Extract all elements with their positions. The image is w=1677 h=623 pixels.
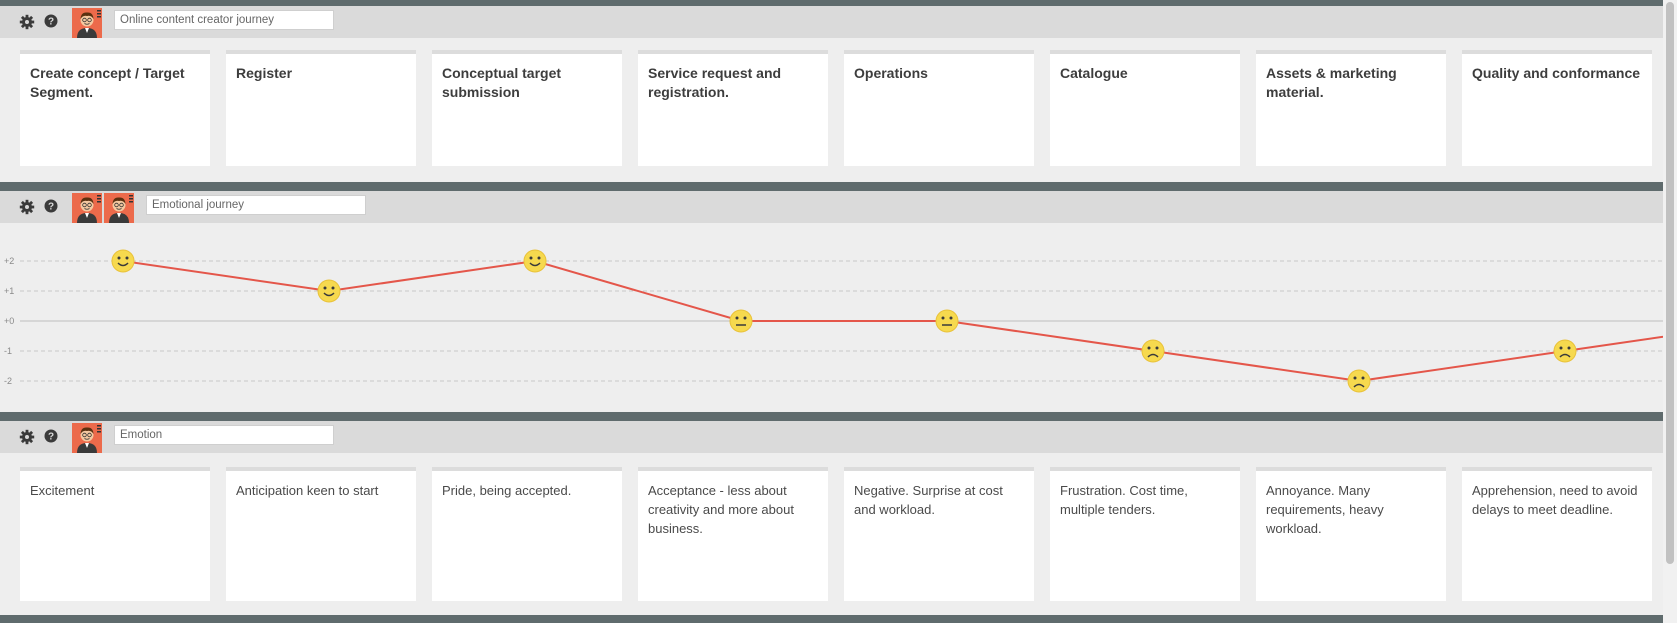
emotion-card[interactable]: Frustration. Cost time, multiple tenders… [1050, 467, 1240, 601]
persona-avatar-icon[interactable] [72, 193, 102, 223]
y-tick-label: -2 [4, 376, 12, 386]
question-circle-icon[interactable]: ? [43, 13, 59, 29]
journey-lane-body: Create concept / Target Segment. Registe… [0, 38, 1663, 178]
smiley-neutral-icon[interactable] [935, 309, 959, 333]
persona-avatar-icon[interactable] [72, 8, 102, 38]
question-circle-icon[interactable]: ? [43, 198, 59, 214]
gear-icon[interactable] [19, 14, 35, 30]
smiley-happy-icon[interactable] [111, 249, 135, 273]
persona-avatar-icon[interactable] [72, 423, 102, 453]
y-tick-label: +2 [4, 256, 14, 266]
step-card[interactable]: Create concept / Target Segment. [20, 50, 210, 166]
y-tick-label: -1 [4, 346, 12, 356]
emotion-lane-header: ? [0, 421, 1663, 453]
emotion-card[interactable]: Anticipation keen to start [226, 467, 416, 601]
emotional-lane-body: +2 +1 +0 -1 -2 [0, 223, 1677, 412]
lane-title-input[interactable] [114, 425, 334, 445]
step-card[interactable]: Catalogue [1050, 50, 1240, 166]
smiley-happy-icon[interactable] [523, 249, 547, 273]
svg-text:?: ? [48, 202, 54, 213]
step-card[interactable]: Quality and conformance [1462, 50, 1652, 166]
persona-avatar-icon[interactable] [104, 193, 134, 223]
smiley-sad-icon[interactable] [1347, 369, 1371, 393]
emotion-card[interactable]: Acceptance - less about creativity and m… [638, 467, 828, 601]
emotion-card[interactable]: Negative. Surprise at cost and workload. [844, 467, 1034, 601]
step-card[interactable]: Service request and registration. [638, 50, 828, 166]
journey-lane-header: ? [0, 6, 1663, 38]
scrollbar-thumb[interactable] [1666, 2, 1674, 564]
emotional-lane-header: ? [0, 191, 1663, 223]
smiley-sad-icon[interactable] [1141, 339, 1165, 363]
emotion-card[interactable]: Annoyance. Many requirements, heavy work… [1256, 467, 1446, 601]
emotion-card[interactable]: Excitement [20, 467, 210, 601]
gear-icon[interactable] [19, 429, 35, 445]
emotion-card[interactable]: Pride, being accepted. [432, 467, 622, 601]
lane-title-input[interactable] [146, 195, 366, 215]
smiley-neutral-icon[interactable] [729, 309, 753, 333]
y-tick-label: +1 [4, 286, 14, 296]
emotion-lane-body: Excitement Anticipation keen to start Pr… [0, 453, 1663, 615]
step-card[interactable]: Assets & marketing material. [1256, 50, 1446, 166]
emotional-journey-chart: +2 +1 +0 -1 -2 [4, 249, 1677, 393]
smiley-happy-icon[interactable] [317, 279, 341, 303]
svg-text:?: ? [48, 17, 54, 28]
lane-divider [0, 615, 1663, 623]
smiley-sad-icon[interactable] [1553, 339, 1577, 363]
lane-title-input[interactable] [114, 10, 334, 30]
step-card[interactable]: Operations [844, 50, 1034, 166]
lane-divider [0, 182, 1663, 191]
lane-divider [0, 0, 1663, 6]
emotion-card[interactable]: Apprehension, need to avoid delays to me… [1462, 467, 1652, 601]
gear-icon[interactable] [19, 199, 35, 215]
step-card[interactable]: Conceptual target submission [432, 50, 622, 166]
svg-text:?: ? [48, 432, 54, 443]
question-circle-icon[interactable]: ? [43, 428, 59, 444]
y-tick-label: +0 [4, 316, 14, 326]
lane-divider [0, 412, 1663, 421]
step-card[interactable]: Register [226, 50, 416, 166]
